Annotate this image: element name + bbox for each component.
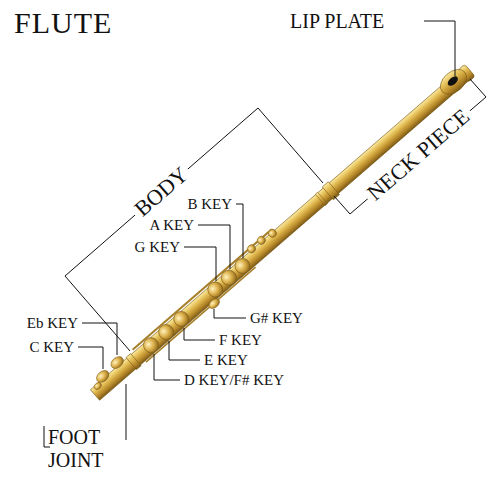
key — [171, 308, 192, 329]
key — [232, 255, 253, 276]
leader-line — [169, 341, 200, 360]
part-label: D KEY/F# KEY — [184, 372, 284, 389]
gsharp-lever — [207, 297, 221, 311]
part-label: LIP PLATE — [290, 10, 384, 33]
part-label: C KEY — [29, 339, 74, 356]
leader-line — [424, 21, 455, 76]
foot-roller — [93, 381, 103, 391]
embouchure-hole — [446, 75, 460, 88]
key-rod — [133, 229, 272, 349]
joint-ring — [126, 354, 141, 370]
part-label: F KEY — [219, 332, 262, 349]
foot-key — [94, 368, 111, 385]
leader-line — [154, 354, 180, 380]
flute-tube — [90, 68, 471, 401]
lip-plate — [436, 64, 472, 99]
part-label: G KEY — [135, 239, 180, 256]
leader-line — [126, 384, 127, 440]
key — [156, 321, 177, 342]
flute-body — [85, 59, 478, 405]
foot-key — [109, 354, 126, 371]
part-label: BODY — [126, 159, 196, 224]
joint-ring — [322, 182, 339, 200]
part-label: A KEY — [149, 217, 194, 234]
joint-ring — [315, 192, 327, 205]
leader-line — [236, 204, 243, 258]
trill-key — [246, 243, 257, 254]
part-label: E KEY — [204, 352, 248, 369]
leader-lines — [44, 21, 486, 447]
trill-key — [267, 228, 278, 239]
trill-key — [256, 235, 267, 246]
key — [140, 335, 161, 356]
leader-line — [78, 347, 103, 369]
bracket — [65, 108, 323, 351]
part-label: B KEY — [187, 196, 232, 213]
bracket — [334, 79, 486, 214]
leader-line — [184, 247, 216, 281]
part-label: Eb KEY — [27, 315, 78, 332]
diagram-title: FLUTE — [14, 6, 112, 41]
leader-line — [184, 328, 215, 340]
leader-line — [82, 323, 117, 355]
part-label: FOOT JOINT — [48, 426, 120, 472]
leader-line — [214, 309, 246, 318]
part-label: G# KEY — [250, 310, 303, 327]
